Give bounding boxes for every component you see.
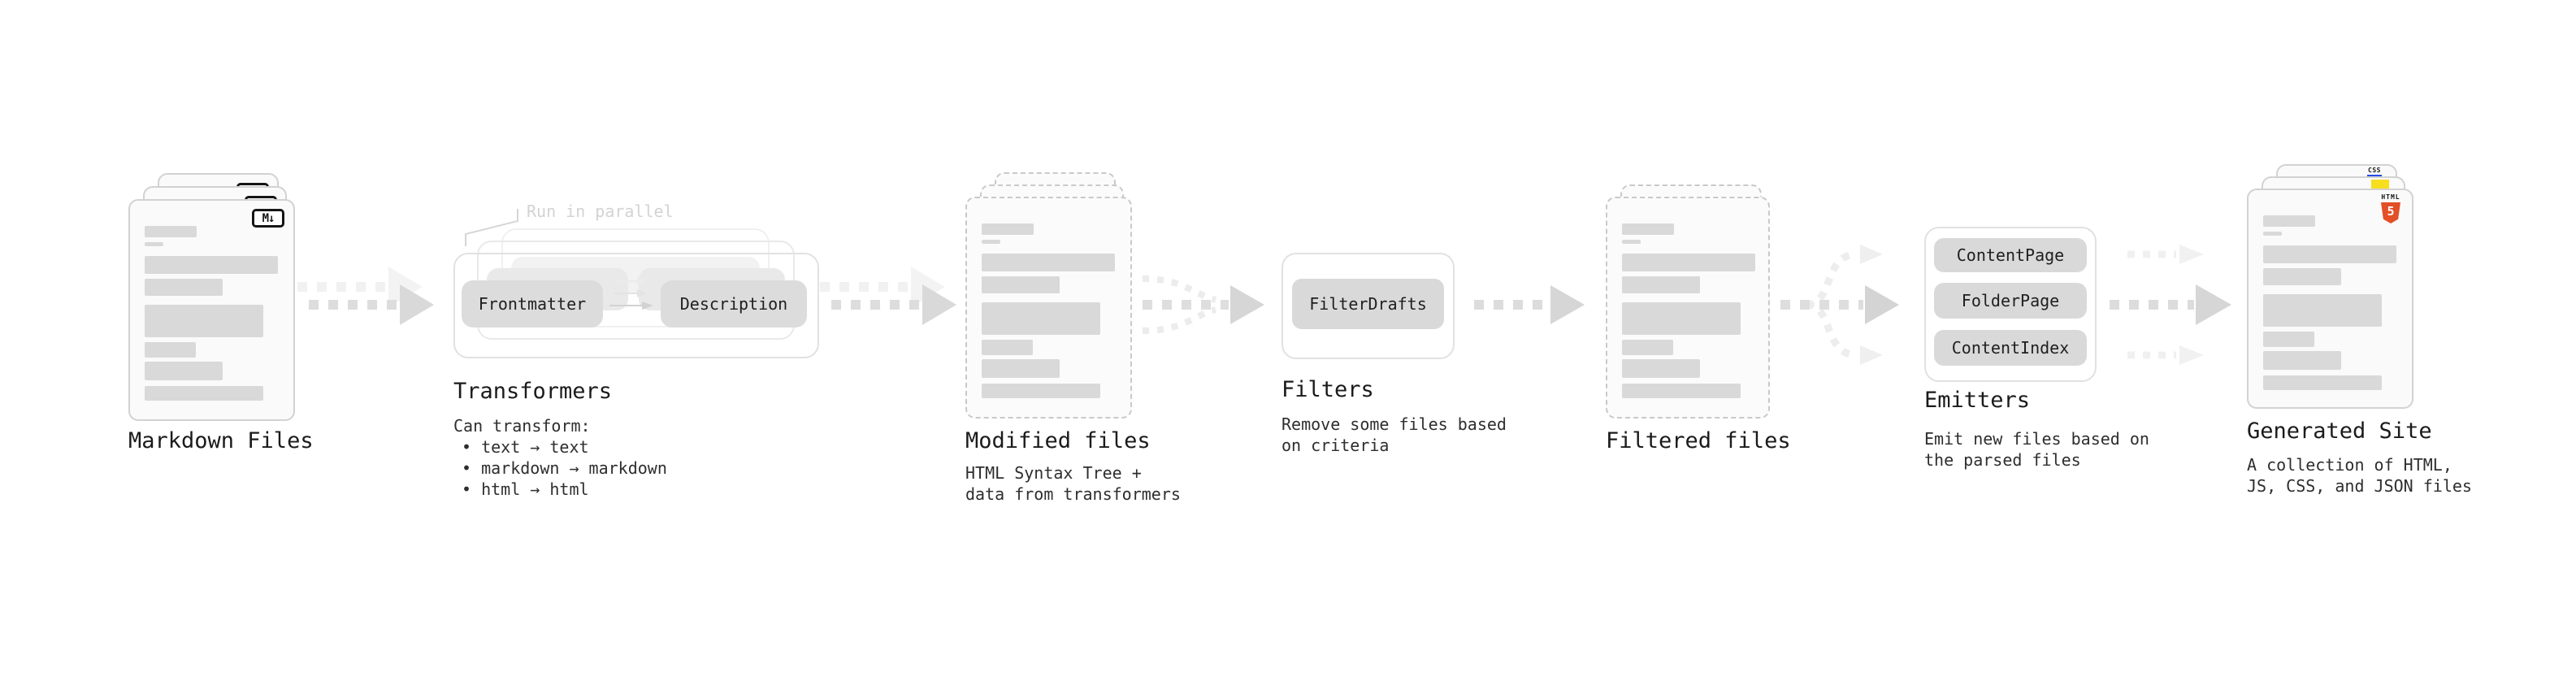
html5-icon-label: HTML: [2381, 193, 2400, 201]
skeleton-bar: [1622, 384, 1741, 398]
contentindex-pill: ContentIndex: [1934, 330, 2087, 366]
generated-file-card: HTML 5: [2247, 189, 2413, 409]
modified-file-card: [965, 197, 1132, 419]
markdown-file-card: M↓: [128, 199, 295, 421]
generated-site-subtitle: A collection of HTML,: [2247, 455, 2452, 475]
filterdrafts-pill: FilterDrafts: [1292, 279, 1444, 329]
skeleton-bar: [2263, 294, 2382, 327]
skeleton-bar: [982, 223, 1034, 235]
skeleton-bar: [2263, 332, 2314, 347]
skeleton-bar: [145, 342, 196, 358]
transformer-frame: [453, 253, 819, 358]
skeleton-bar: [2263, 215, 2315, 227]
skeleton-bar: [2263, 268, 2341, 285]
skeleton-bar: [145, 226, 197, 237]
contentpage-pill: ContentPage: [1934, 238, 2087, 272]
emitters-title: Emitters: [1924, 388, 2031, 413]
skeleton-bar: [2263, 351, 2341, 370]
flow-arrow-transformers-to-modified: [820, 267, 956, 325]
skeleton-bar: [1622, 340, 1673, 355]
skeleton-bar: [1622, 240, 1641, 244]
flow-arrow-filters-to-filtered: [1474, 285, 1585, 324]
emitters-subtitle: the parsed files: [1924, 450, 2081, 470]
emitters-subtitle: Emit new files based on: [1924, 429, 2149, 449]
filtered-file-card: [1606, 197, 1770, 419]
generated-site-subtitle: JS, CSS, and JSON files: [2247, 476, 2472, 496]
flow-arrow-emitters-to-generated: [2110, 245, 2231, 365]
skeleton-bar: [145, 256, 278, 274]
skeleton-bar: [1622, 359, 1700, 378]
css-icon-label: CSS: [2368, 167, 2381, 174]
markdown-icon: M↓: [252, 209, 284, 228]
callout-line: [465, 209, 518, 246]
skeleton-bar: [982, 254, 1115, 271]
skeleton-bar: [145, 386, 263, 401]
html5-icon-number: 5: [2387, 203, 2395, 219]
modified-files-subtitle: HTML Syntax Tree +: [965, 463, 1142, 483]
filters-subtitle: on criteria: [1281, 436, 1390, 455]
description-pill: Description: [661, 280, 807, 327]
skeleton-bar: [2263, 232, 2282, 236]
skeleton-bar: [1622, 254, 1755, 271]
skeleton-bar: [982, 276, 1060, 293]
filters-subtitle: Remove some files based: [1281, 414, 1507, 434]
flow-arrow-modified-to-filters: [1142, 275, 1264, 334]
skeleton-bar: [145, 305, 263, 337]
flow-arrow-markdown-to-transformers: [297, 267, 434, 325]
js-icon: [2371, 180, 2389, 190]
modified-files-title: Modified files: [965, 428, 1151, 453]
transformers-bullet: • html → html: [462, 479, 589, 499]
skeleton-bar: [982, 359, 1060, 378]
css-icon-bar: [2367, 175, 2382, 177]
modified-files-subtitle: data from transformers: [965, 484, 1181, 504]
filtered-files-title: Filtered files: [1606, 428, 1791, 453]
skeleton-bar: [145, 279, 223, 296]
skeleton-bar: [145, 362, 223, 380]
skeleton-bar: [1622, 276, 1700, 293]
css-icon: CSS: [2366, 167, 2383, 177]
skeleton-bar: [982, 302, 1100, 335]
skeleton-bar: [2263, 375, 2382, 390]
skeleton-bar: [145, 242, 163, 246]
skeleton-bar: [982, 384, 1100, 398]
skeleton-bar: [982, 340, 1033, 355]
skeleton-bar: [2263, 245, 2396, 263]
transformers-bullet: • markdown → markdown: [462, 458, 667, 478]
html5-icon-shield: 5: [2381, 202, 2400, 223]
filters-title: Filters: [1281, 377, 1374, 402]
skeleton-bar: [982, 240, 1000, 244]
skeleton-bar: [1622, 223, 1674, 235]
transformers-title: Transformers: [453, 379, 613, 404]
html5-icon: HTML 5: [2380, 194, 2401, 223]
parallel-arrows-icon: [609, 277, 653, 310]
markdown-files-title: Markdown Files: [128, 428, 314, 453]
skeleton-bar: [1622, 302, 1741, 335]
folderpage-pill: FolderPage: [1934, 283, 2087, 319]
transformers-bullet: • text → text: [462, 437, 589, 457]
transformers-desc-heading: Can transform:: [453, 416, 591, 436]
generated-site-title: Generated Site: [2247, 419, 2432, 444]
run-in-parallel-note: Run in parallel: [527, 202, 674, 221]
flow-arrow-filtered-to-emitters: [1780, 245, 1899, 365]
frontmatter-pill: Frontmatter: [462, 280, 603, 327]
